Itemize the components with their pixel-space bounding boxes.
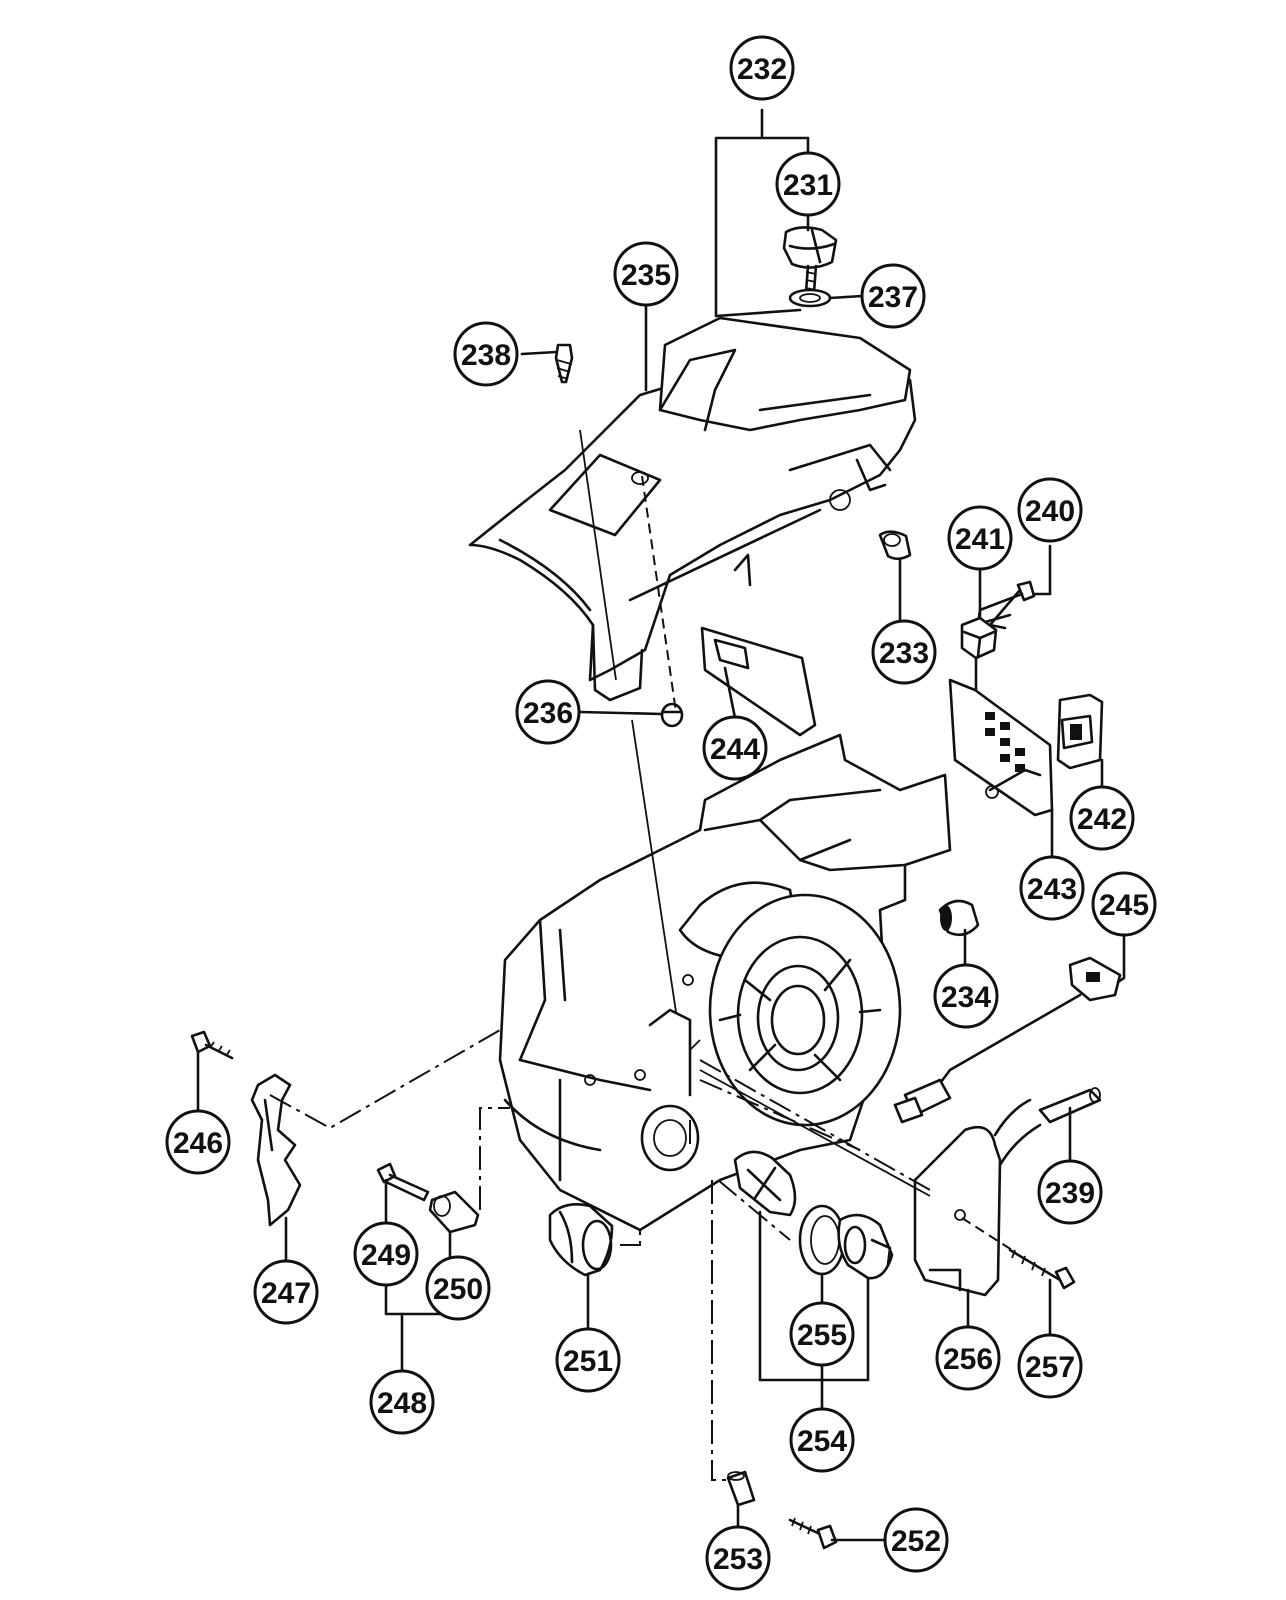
part-253-dowel — [726, 1470, 756, 1507]
leader-lines — [196, 108, 1126, 1542]
callout-238: 238 — [453, 321, 519, 387]
svg-text:253: 253 — [713, 1543, 763, 1576]
svg-text:252: 252 — [891, 1525, 941, 1558]
svg-text:242: 242 — [1077, 803, 1127, 836]
part-238-screw — [554, 343, 574, 384]
part-257-bolt — [1008, 1248, 1076, 1290]
svg-text:246: 246 — [173, 1127, 223, 1160]
part-247-bumper — [250, 1073, 302, 1227]
part-240-rod — [976, 580, 1036, 630]
part-256-guard — [913, 1098, 1042, 1297]
callout-249: 249 — [353, 1221, 419, 1287]
svg-text:235: 235 — [621, 259, 671, 292]
svg-text:241: 241 — [955, 523, 1005, 556]
svg-text:237: 237 — [868, 281, 918, 314]
part-239-pin — [1038, 1087, 1102, 1124]
svg-text:248: 248 — [377, 1387, 427, 1420]
svg-text:240: 240 — [1025, 495, 1075, 528]
callout-245: 245 — [1091, 871, 1157, 937]
svg-text:231: 231 — [783, 169, 833, 202]
svg-text:233: 233 — [879, 637, 929, 670]
callout-234: 234 — [933, 963, 999, 1029]
callout-241: 241 — [947, 505, 1013, 571]
part-245-sensor — [893, 956, 1122, 1124]
svg-text:251: 251 — [563, 1345, 613, 1378]
svg-text:236: 236 — [523, 697, 573, 730]
callout-236: 236 — [515, 679, 581, 745]
part-233-bushing — [878, 530, 912, 561]
callout-252: 252 — [883, 1507, 949, 1573]
part-252-screw — [788, 1517, 838, 1550]
svg-text:232: 232 — [737, 53, 787, 86]
svg-text:239: 239 — [1045, 1177, 1095, 1210]
part-244-plate — [700, 626, 817, 737]
svg-text:234: 234 — [941, 981, 991, 1014]
callout-256: 256 — [935, 1325, 1001, 1391]
assembly-lines — [269, 429, 1013, 1481]
callout-253: 253 — [705, 1525, 771, 1591]
callout-235: 235 — [613, 241, 679, 307]
callout-255: 255 — [789, 1301, 855, 1367]
callout-243: 243 — [1019, 855, 1085, 921]
callout-242: 242 — [1069, 785, 1135, 851]
callout-251: 251 — [555, 1327, 621, 1393]
part-246-bolt — [190, 1030, 234, 1060]
callout-231: 231 — [775, 151, 841, 217]
svg-text:244: 244 — [710, 733, 760, 766]
svg-text:257: 257 — [1025, 1351, 1075, 1384]
part-234-grommet — [938, 899, 980, 937]
part-crankcase — [498, 733, 952, 1232]
callout-232: 232 — [729, 35, 795, 101]
svg-text:243: 243 — [1027, 873, 1077, 906]
svg-text:238: 238 — [461, 339, 511, 372]
callout-248: 248 — [369, 1369, 435, 1435]
part-243-switch-plate — [948, 678, 1054, 817]
svg-text:256: 256 — [943, 1343, 993, 1376]
svg-text:249: 249 — [361, 1239, 411, 1272]
part-249-stud — [376, 1162, 430, 1202]
svg-text:254: 254 — [797, 1425, 847, 1458]
part-250-spacer — [428, 1190, 480, 1234]
callout-247: 247 — [253, 1259, 319, 1325]
part-231-cap — [782, 226, 838, 294]
part-242-switch — [1056, 693, 1104, 770]
svg-text:255: 255 — [797, 1319, 847, 1352]
part-254-plug — [837, 1213, 894, 1280]
callout-237: 237 — [860, 263, 926, 329]
svg-text:247: 247 — [261, 1277, 311, 1310]
svg-text:250: 250 — [433, 1273, 483, 1306]
part-236-plug — [660, 702, 684, 728]
callout-246: 246 — [165, 1109, 231, 1175]
svg-text:245: 245 — [1099, 889, 1149, 922]
callout-239: 239 — [1037, 1159, 1103, 1225]
part-235-top-cover — [468, 316, 917, 702]
callout-254: 254 — [789, 1407, 855, 1473]
part-255-oring — [798, 1204, 846, 1276]
callout-250: 250 — [425, 1255, 491, 1321]
callout-257: 257 — [1017, 1333, 1083, 1399]
part-254-gasket — [733, 1150, 797, 1217]
callout-233: 233 — [871, 619, 937, 685]
callout-240: 240 — [1017, 477, 1083, 543]
callout-244: 244 — [702, 715, 768, 781]
part-251-bearing — [548, 1203, 614, 1277]
